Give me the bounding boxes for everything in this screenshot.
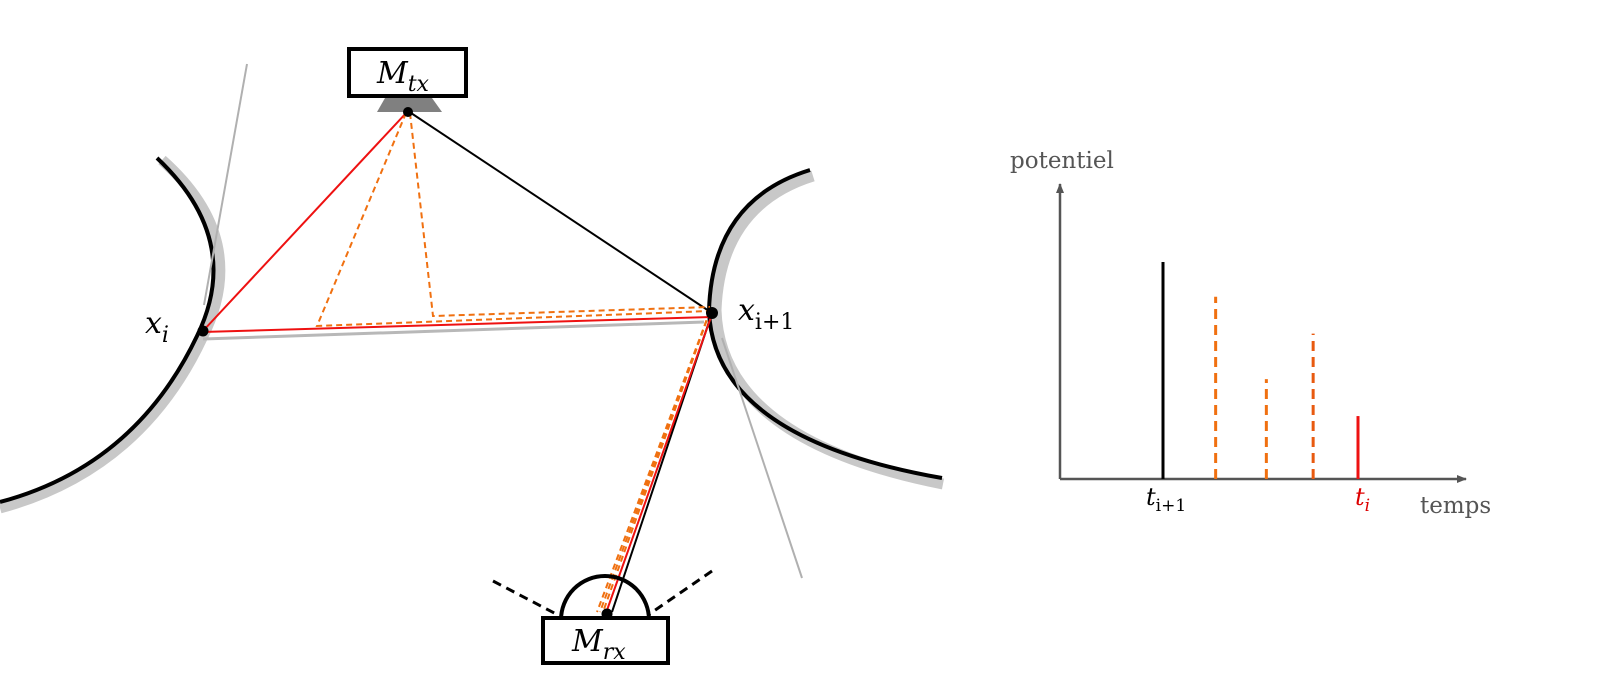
transmitter-box xyxy=(347,47,468,98)
impulse-response-chart: potentiel temps ti+1 ti xyxy=(1010,148,1491,519)
tick-label-t-i: ti xyxy=(1355,483,1370,516)
point-x-i1-label: xi+1 xyxy=(738,293,794,335)
transmitter: Mtx xyxy=(347,47,468,117)
transmitter-label: Mtx xyxy=(376,56,430,97)
orange-multipath-reflections xyxy=(315,112,711,613)
point-x-i1-dot xyxy=(706,307,718,319)
tangent-line-right xyxy=(721,337,803,579)
receiver-antenna-arc xyxy=(559,574,651,621)
transmitter-antenna-base xyxy=(377,98,442,112)
left-wall xyxy=(0,155,226,514)
tangent-line-left xyxy=(203,63,248,306)
direct-path-tx-to-x-i1 xyxy=(407,110,713,314)
tick-label-t-i1: ti+1 xyxy=(1146,483,1186,516)
reflection-shadow-path xyxy=(202,320,705,341)
receiver-beam-right xyxy=(647,569,713,617)
receiver: Mrx xyxy=(492,569,713,665)
receiver-dot xyxy=(601,608,613,620)
y-axis-label: potentiel xyxy=(1010,148,1114,174)
x-axis-label: temps xyxy=(1420,493,1491,519)
receiver-label: Mrx xyxy=(571,624,626,665)
pulse-group xyxy=(1161,262,1360,479)
point-x-i-dot xyxy=(197,325,209,337)
receiver-beam-left xyxy=(492,579,559,617)
point-x-i-label: xi xyxy=(145,306,169,348)
right-wall xyxy=(706,168,945,490)
transmitter-dot xyxy=(403,107,413,117)
red-reflection-path xyxy=(201,110,712,614)
